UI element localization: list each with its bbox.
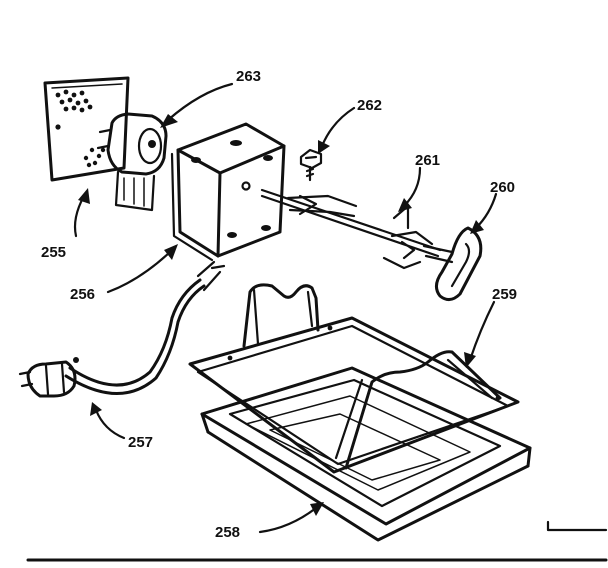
callout-262: 262: [357, 97, 382, 114]
callout-255: 255: [41, 244, 66, 261]
callout-258: 258: [215, 524, 240, 541]
callout-257: 257: [128, 434, 153, 451]
wire-rack: [188, 283, 520, 474]
spit-forks: [260, 188, 442, 270]
callout-256: 256: [70, 286, 95, 303]
callout-261: 261: [415, 152, 440, 169]
callout-260: 260: [490, 179, 515, 196]
corner-tick: [546, 520, 608, 532]
callout-259: 259: [492, 286, 517, 303]
power-cord: [18, 260, 226, 398]
motor: [96, 112, 168, 212]
spit-handle: [422, 226, 483, 301]
callout-263: 263: [236, 68, 261, 85]
leader-arrows: [73, 82, 498, 534]
mounting-plate: [43, 76, 130, 182]
screw: [299, 148, 323, 182]
motor-housing: [170, 122, 286, 262]
